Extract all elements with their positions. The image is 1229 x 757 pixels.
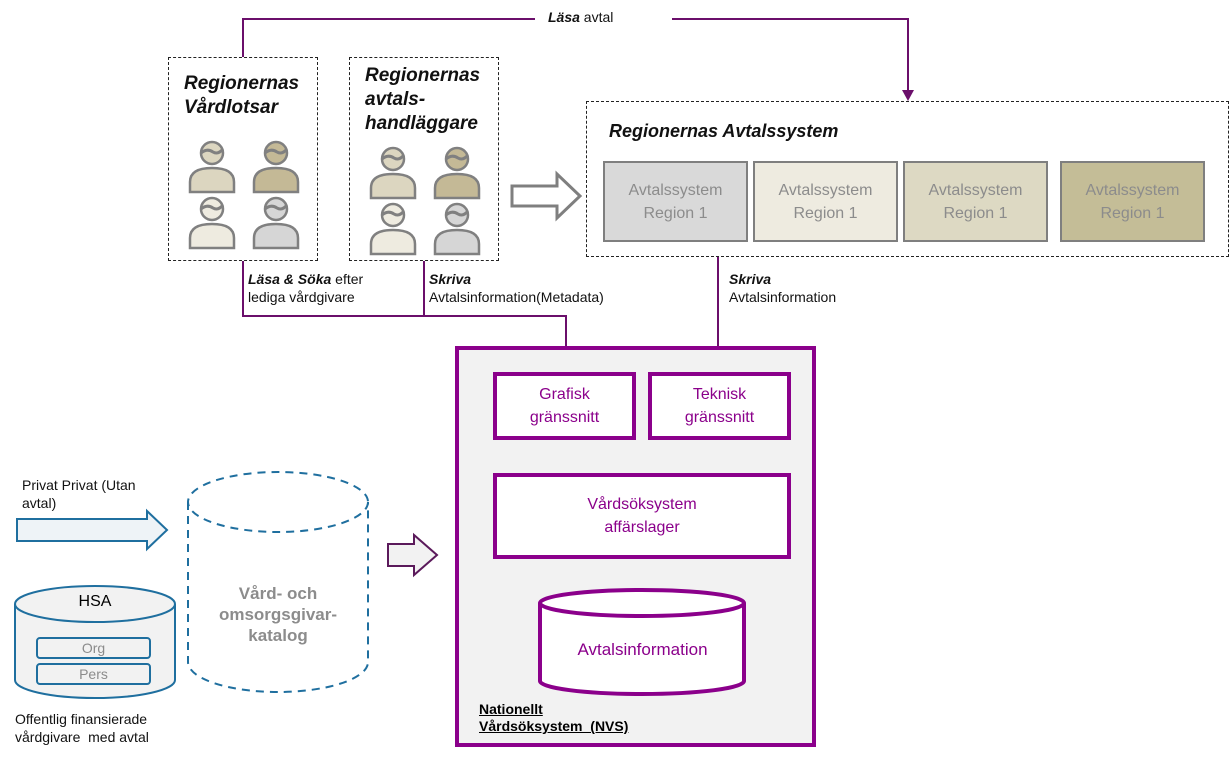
read-contract-arrowhead xyxy=(902,90,914,101)
region-system-name: Avtalssystem xyxy=(778,181,873,199)
private-providers-line: avtal) xyxy=(22,495,57,511)
read-contract-verb: Läsa xyxy=(548,9,580,25)
region-system-name: Avtalssystem xyxy=(628,181,723,199)
person-icon xyxy=(433,146,481,200)
nvs-caption-line: Nationellt xyxy=(479,701,543,717)
technical-interface-box: Teknisk gränssnitt xyxy=(648,372,791,440)
actor-group-avtalshandlaggare: Regionernas avtals- handläggare xyxy=(349,57,499,261)
technical-interface-line: Teknisk xyxy=(692,386,747,403)
person-icons xyxy=(369,146,481,256)
graphic-interface-box: Grafisk gränssnitt xyxy=(493,372,636,440)
catalog-line: Vård- och xyxy=(238,584,318,603)
provider-catalog-label: Vård- och omsorgsgivar- katalog xyxy=(180,583,376,646)
graphic-interface-line: gränssnitt xyxy=(529,409,600,426)
hsa-caption-line: Offentlig finansierade xyxy=(15,711,148,727)
business-layer-line: Vårdsöksystem xyxy=(587,496,697,513)
catalog-line: omsorgsgivar- xyxy=(218,605,338,624)
catalog-to-nvs-arrow xyxy=(387,532,439,578)
write-metadata-text: Avtalsinformation(Metadata) xyxy=(429,289,604,305)
region-system-name: Avtalssystem xyxy=(928,181,1023,199)
read-contract-label: Läsa avtal xyxy=(548,8,613,26)
technical-interface-line: gränssnitt xyxy=(684,409,755,426)
region-system-region: Region 1 xyxy=(643,204,708,222)
person-icon xyxy=(188,196,236,250)
private-providers-label: Privat Privat (Utan avtal) xyxy=(22,476,136,512)
read-search-connector xyxy=(242,261,567,362)
read-search-verb: Läsa & Söka xyxy=(248,271,332,287)
business-layer-box: Vårdsöksystem affärslager xyxy=(493,473,791,559)
provider-catalog-cylinder xyxy=(187,471,369,693)
hsa-caption: Offentlig finansierade vårdgivare med av… xyxy=(15,710,149,746)
region-system-region: Region 1 xyxy=(1100,204,1165,222)
graphic-interface-line: Grafisk xyxy=(539,386,590,403)
write-metadata-label: Skriva Avtalsinformation(Metadata) xyxy=(429,270,604,306)
actor-title-line: Regionernas xyxy=(365,65,481,86)
actors-to-systems-arrow xyxy=(510,170,583,222)
hsa-title: HSA xyxy=(78,593,112,610)
actor-group-vardlotsar: Regionernas Vårdlotsar xyxy=(168,57,318,261)
write-info-label: Skriva Avtalsinformation xyxy=(729,270,836,306)
actor-title-line: handläggare xyxy=(365,113,478,134)
private-providers-line: Privat Privat (Utan xyxy=(22,477,136,493)
agreement-database-cylinder xyxy=(538,588,746,696)
person-icon xyxy=(433,202,481,256)
actor-title-line: Vårdlotsar xyxy=(184,97,278,118)
nvs-caption-line: Vårdsöksystem (NVS) xyxy=(479,718,629,734)
write-metadata-verb: Skriva xyxy=(429,271,472,287)
person-icon xyxy=(369,202,417,256)
hsa-caption-line: vårdgivare med avtal xyxy=(15,729,149,745)
actor-title: Regionernas Vårdlotsar xyxy=(184,72,299,120)
read-search-label: Läsa & Söka efter lediga vårdgivare xyxy=(248,270,363,306)
write-info-verb: Skriva xyxy=(729,271,772,287)
person-icons xyxy=(188,140,300,250)
read-search-text: efter xyxy=(331,271,364,287)
region-systems-title: Regionernas Avtalssystem xyxy=(609,121,839,141)
actor-title: Regionernas avtals- handläggare xyxy=(365,64,480,136)
hsa-org-item: Org xyxy=(36,637,151,659)
agreement-database-label: Avtalsinformation xyxy=(577,640,708,659)
actor-title-line: avtals- xyxy=(365,89,426,110)
read-search-text-line2: lediga vårdgivare xyxy=(248,289,355,305)
write-info-text: Avtalsinformation xyxy=(729,289,837,305)
business-layer-line: affärslager xyxy=(604,519,680,536)
region-system-region: Region 1 xyxy=(943,204,1008,222)
region-system-region: Region 1 xyxy=(793,204,858,222)
actor-title-line: Regionernas xyxy=(184,73,300,94)
read-contract-connector xyxy=(242,18,909,92)
person-icon xyxy=(369,146,417,200)
nvs-caption: Nationellt Vårdsöksystem (NVS) xyxy=(479,701,628,735)
hsa-database-cylinder xyxy=(14,585,176,699)
person-icon xyxy=(188,140,236,194)
region-system-name: Avtalssystem xyxy=(1085,181,1180,199)
read-contract-text: avtal xyxy=(579,9,614,25)
catalog-line: katalog xyxy=(248,626,308,645)
person-icon xyxy=(252,140,300,194)
hsa-pers-item: Pers xyxy=(36,663,151,685)
private-to-catalog-arrow xyxy=(16,508,169,552)
person-icon xyxy=(252,196,300,250)
